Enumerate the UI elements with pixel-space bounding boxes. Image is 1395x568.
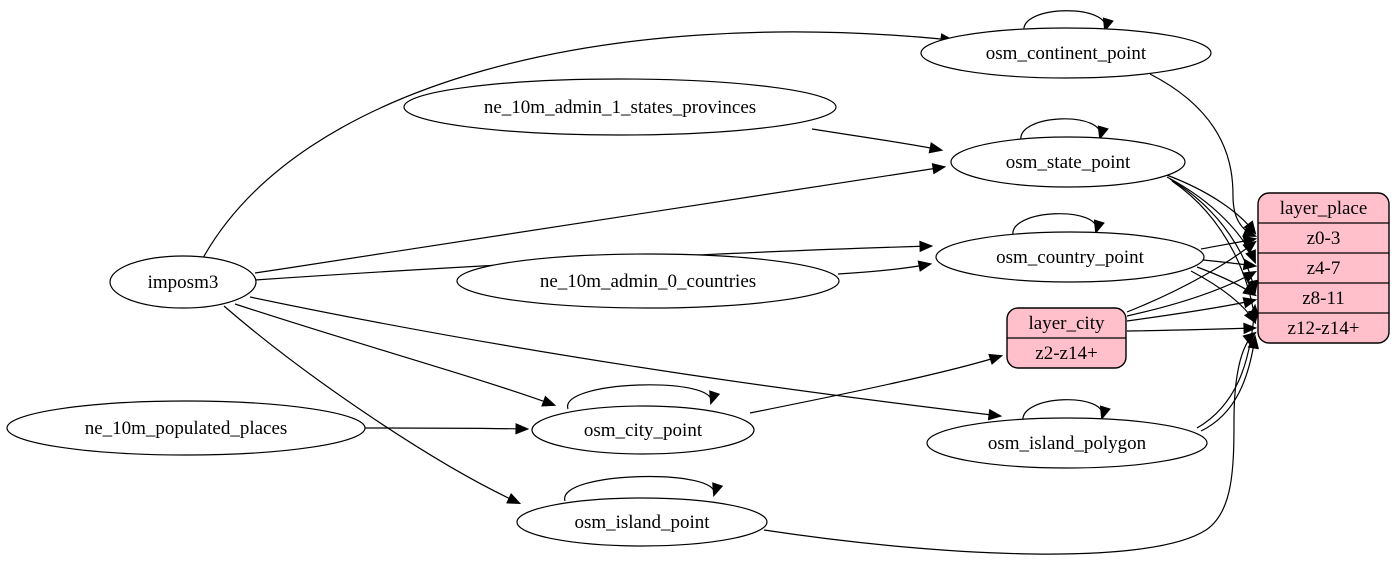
ne_10m_admin_0_countries-ellipse xyxy=(456,253,840,309)
edge-osm_island_polygon-self-loop xyxy=(1022,399,1103,423)
edge-osm_state_point-layer_place-z0-3 xyxy=(1163,173,1255,233)
layer_place-box xyxy=(1257,192,1390,344)
edge-imposm3-osm_island_point xyxy=(223,305,519,503)
edge-osm_country_point-self-loop xyxy=(1012,213,1097,237)
layer_place-row-layer_place: layer_place xyxy=(1280,198,1368,219)
edge-layer_city-layer_place-z12-z14 xyxy=(1126,328,1255,331)
ne_10m_populated_places-ellipse xyxy=(6,400,366,456)
edge-layer_city-layer_place-z0-3 xyxy=(1126,242,1255,313)
edge-ne_10m_admin_0_countries-osm_country_point xyxy=(837,264,930,275)
node-ne_10m_admin_1_states_provinces: ne_10m_admin_1_states_provinces xyxy=(403,78,837,136)
nodes-layer: imposm3 ne_10m_admin_1_states_provincesne… xyxy=(6,27,1212,547)
osm_continent_point-label: osm_continent_point xyxy=(986,43,1147,64)
edge-layer_city-layer_place-z4-7 xyxy=(1126,272,1255,317)
ne_10m_admin_1_states_provinces-ellipse xyxy=(403,78,837,136)
records-layer: layer_city z2-z14+ layer_place z0-3 z4-7 z8-1… xyxy=(1006,192,1390,369)
edge-osm_island_point-self-loop xyxy=(564,475,715,502)
edge-osm_continent_point-self-loop xyxy=(1023,10,1106,32)
edge-osm_island_point-layer_place-z12-z14 xyxy=(763,333,1255,555)
osm_state_point-ellipse xyxy=(950,136,1186,188)
record-layer_city: layer_city z2-z14+ xyxy=(1006,307,1127,369)
osm_continent_point-ellipse xyxy=(920,27,1212,79)
layer_city-row-z2-z14+: z2-z14+ xyxy=(1035,343,1097,364)
record-layer_place: layer_place z0-3 z4-7 z8-11 z12-z14+ xyxy=(1257,192,1390,344)
ne_10m_admin_1_states_provinces-label: ne_10m_admin_1_states_provinces xyxy=(484,97,756,118)
osm_city_point-label: osm_city_point xyxy=(584,420,703,441)
edge-osm_country_point-layer_place-z0-3 xyxy=(1200,239,1255,250)
edge-osm_country_point-layer_place-z8-11 xyxy=(1196,266,1255,295)
osm_city_point-ellipse xyxy=(531,405,755,455)
edge-osm_island_polygon-layer_place-z8-11 xyxy=(1196,306,1255,429)
osm_state_point-label: osm_state_point xyxy=(1006,152,1131,173)
edge-layer_city-layer_place-z8-11 xyxy=(1126,300,1255,322)
ne_10m_populated_places-label: ne_10m_populated_places xyxy=(85,418,288,439)
osm_island_polygon-label: osm_island_polygon xyxy=(988,433,1147,454)
node-osm_country_point: osm_country_point xyxy=(935,231,1205,283)
edge-osm_city_point-self-loop xyxy=(567,384,712,410)
imposm3-ellipse xyxy=(109,255,257,309)
edge-imposm3-osm_island_polygon xyxy=(249,296,1000,416)
edge-osm_continent_point-layer_place-z0-3 xyxy=(1149,73,1255,236)
node-osm_island_polygon: osm_island_polygon xyxy=(926,417,1208,469)
layer_place-row-z4-7: z4-7 xyxy=(1307,258,1341,279)
edges-layer xyxy=(202,10,1255,555)
osm_country_point-label: osm_country_point xyxy=(996,247,1144,268)
edge-ne_10m_populated_places-osm_city_point xyxy=(363,428,527,429)
node-ne_10m_admin_0_countries: ne_10m_admin_0_countries xyxy=(456,253,840,309)
osm_island_point-ellipse xyxy=(516,497,768,547)
edge-osm_state_point-self-loop xyxy=(1020,118,1101,142)
edge-imposm3-osm_state_point xyxy=(254,167,944,274)
edge-osm_country_point-layer_place-z4-7 xyxy=(1202,260,1255,266)
layer_place-row-z8-11: z8-11 xyxy=(1302,288,1345,309)
osm_island_point-label: osm_island_point xyxy=(574,512,710,533)
osm_island_polygon-ellipse xyxy=(926,417,1208,469)
layer_place-row-z0-3: z0-3 xyxy=(1307,228,1341,249)
edge-osm_island_polygon-layer_place-z12-z14 xyxy=(1200,337,1255,432)
layer_place-row-z12-z14+: z12-z14+ xyxy=(1288,318,1360,339)
layer_city-row-layer_city: layer_city xyxy=(1029,313,1105,334)
node-osm_continent_point: osm_continent_point xyxy=(920,27,1212,79)
node-osm_city_point: osm_city_point xyxy=(531,405,755,455)
node-ne_10m_populated_places: ne_10m_populated_places xyxy=(6,400,366,456)
node-imposm3: imposm3 xyxy=(109,255,257,309)
node-osm_state_point: osm_state_point xyxy=(950,136,1186,188)
edge-imposm3-osm_continent_point xyxy=(202,31,952,259)
edge-imposm3-osm_city_point xyxy=(234,303,554,405)
ne_10m_admin_0_countries-label: ne_10m_admin_0_countries xyxy=(540,271,756,292)
imposm3-label: imposm3 xyxy=(148,272,219,293)
edge-osm_city_point-layer_city-z2-z14 xyxy=(749,356,1001,414)
edge-ne_10m_admin_1_states_provinces-osm_state_point xyxy=(811,128,941,150)
osm_country_point-ellipse xyxy=(935,231,1205,283)
edge-osm_state_point-layer_place-z8-11 xyxy=(1169,178,1255,292)
node-osm_island_point: osm_island_point xyxy=(516,497,768,547)
